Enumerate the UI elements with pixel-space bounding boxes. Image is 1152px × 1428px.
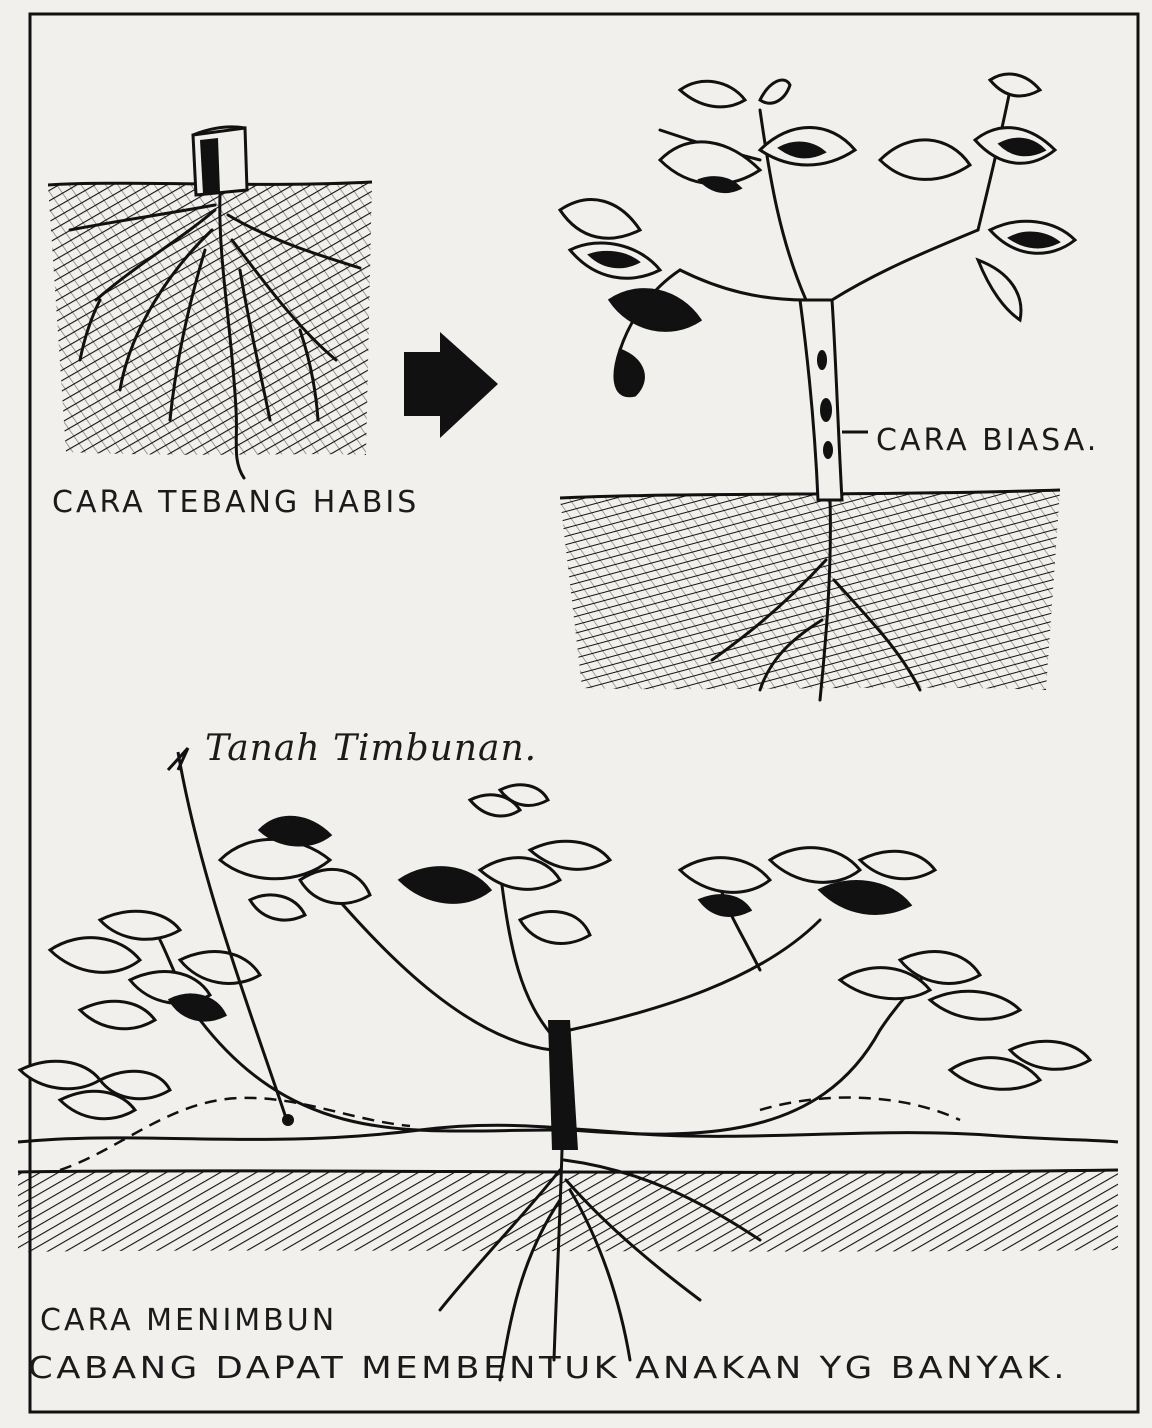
right-arrow-icon (404, 332, 498, 438)
label-tanah-timbunan: Tanah Timbunan. (205, 728, 537, 769)
normal-tree-illustration (560, 74, 1075, 700)
layering-illustration (18, 748, 1118, 1380)
label-menimbun-line1: CARA MENIMBUN (40, 1303, 337, 1338)
stump-illustration (48, 127, 372, 478)
label-cara-biasa: CARA BIASA. (876, 423, 1099, 458)
label-menimbun-line2: CABANG DAPAT MEMBENTUK ANAKAN YG BANYAK. (28, 1351, 1068, 1386)
label-tebang-habis: CARA TEBANG HABIS (52, 485, 419, 520)
